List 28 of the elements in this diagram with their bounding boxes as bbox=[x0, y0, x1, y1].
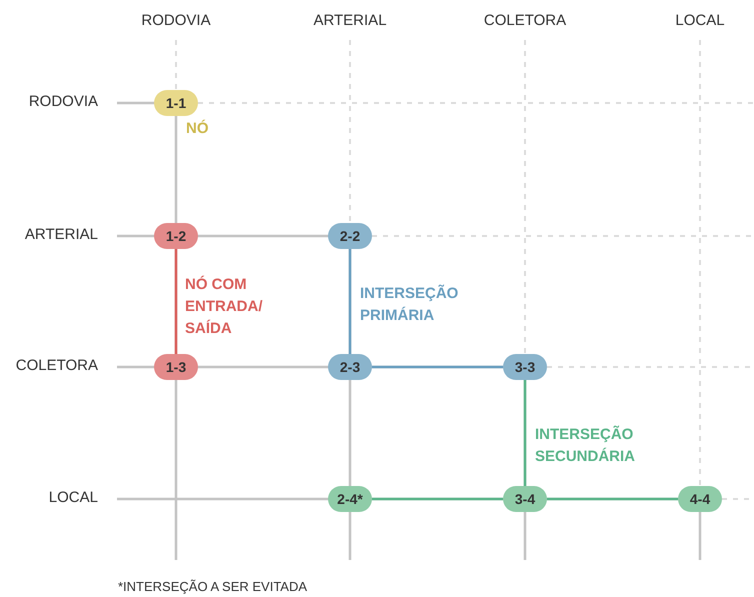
edge-label: INTERSEÇÃO PRIMÁRIA bbox=[360, 284, 460, 326]
intersection-marker: 1-2 bbox=[154, 223, 198, 249]
connector-line bbox=[547, 498, 678, 500]
row-header: LOCAL bbox=[48, 489, 98, 506]
connector-line bbox=[524, 380, 526, 486]
column-header: ARTERIAL bbox=[312, 12, 388, 29]
footnote: *INTERSEÇÃO A SER EVITADA bbox=[118, 579, 308, 594]
intersection-marker: 4-4 bbox=[678, 486, 722, 512]
intersection-marker: 3-4 bbox=[503, 486, 547, 512]
intersection-marker: 2-4* bbox=[328, 486, 372, 512]
column-header: LOCAL bbox=[674, 12, 726, 29]
row-header: ARTERIAL bbox=[24, 226, 98, 243]
connector-line bbox=[174, 249, 178, 354]
intersection-marker: 1-3 bbox=[154, 354, 198, 380]
connector-line bbox=[348, 249, 352, 354]
row-header: RODOVIA bbox=[28, 93, 98, 110]
edge-label: NÓ COM ENTRADA/ SAÍDA bbox=[185, 274, 264, 339]
column-header: RODOVIA bbox=[140, 12, 212, 29]
intersection-marker: 1-1 bbox=[154, 90, 198, 116]
edge-label: INTERSEÇÃO SECUNDÁRIA bbox=[535, 424, 636, 467]
intersection-marker: 2-3 bbox=[328, 354, 372, 380]
intersection-marker: 2-2 bbox=[328, 223, 372, 249]
intersection-marker: 3-3 bbox=[503, 354, 547, 380]
node-caption: NÓ bbox=[186, 118, 208, 139]
column-header: COLETORA bbox=[482, 12, 568, 29]
connector-line bbox=[372, 498, 503, 500]
connector-line bbox=[372, 366, 503, 368]
row-header: COLETORA bbox=[16, 357, 98, 374]
